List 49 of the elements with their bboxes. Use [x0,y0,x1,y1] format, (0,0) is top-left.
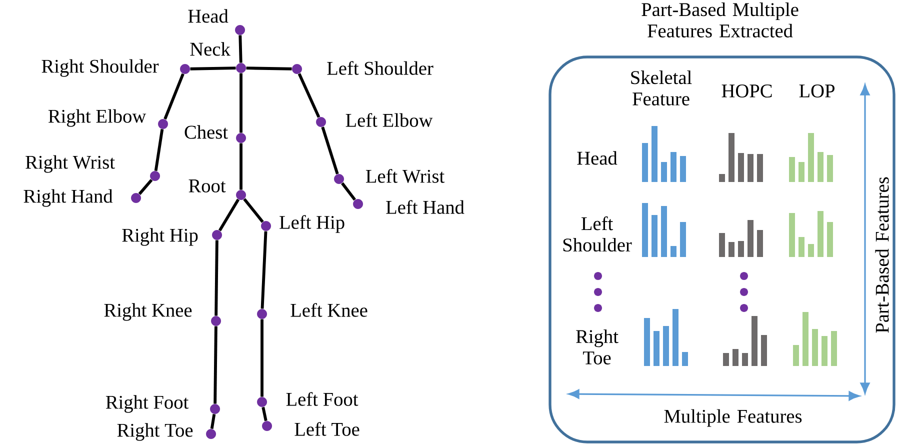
row-label: Right Toe [576,330,618,364]
joint-label: Right Hip [122,228,198,246]
column-header: LOP [799,84,834,98]
bone-line [238,35,242,63]
bone-line [243,198,264,223]
title: Part-Based Multiple Features Extracted [642,2,798,38]
row-label: Head [577,151,618,165]
bone-line [218,198,240,232]
row-label: Left Shoulder [563,216,632,252]
joint-label: Head [188,9,228,23]
joint-label: Root [188,180,226,192]
joint-label: Right Shoulder [42,59,159,77]
bone-line [154,128,164,171]
bone-line [321,126,339,174]
joint-label: Right Knee [104,303,192,321]
bone-line [214,240,218,316]
joint-label: Neck [190,42,230,56]
axis-label: Part-Based Features [875,177,889,333]
joint-label: Left Elbow [346,113,433,127]
column-header: Skeletal Feature [631,70,692,106]
bone-line [298,73,320,118]
joint-label: Left Hand [386,200,464,214]
bone-line [240,143,242,190]
bone-line [190,66,236,70]
bone-line [262,406,268,422]
bone-line [214,326,218,404]
bone-line [341,182,356,201]
joint-label: Right Foot [106,395,189,413]
bone-line [164,73,184,120]
joint-label: Left Foot [286,392,358,406]
joint-label: Right Wrist [26,155,115,173]
joint-label: Right Elbow [48,109,146,127]
axis-label: Multiple Features [664,409,802,427]
bone-line [246,66,292,70]
feature-panel [548,56,896,444]
column-header: HOPC [722,84,772,98]
joint-label: Left Wrist [366,169,445,183]
joint-label: Left Toe [294,422,360,436]
joint-label: Left Hip [280,215,344,233]
bone-line [260,231,268,309]
bone-line [240,73,242,133]
bone-line [260,319,264,397]
joint-label: Left Shoulder [327,61,434,75]
joint-label: Chest [184,125,228,139]
joint-label: Left Knee [290,303,368,317]
joint-label: Right Toe [117,423,193,441]
bone-line [210,414,216,430]
bone-line [138,179,153,195]
joint-label: Right Hand [24,189,113,207]
